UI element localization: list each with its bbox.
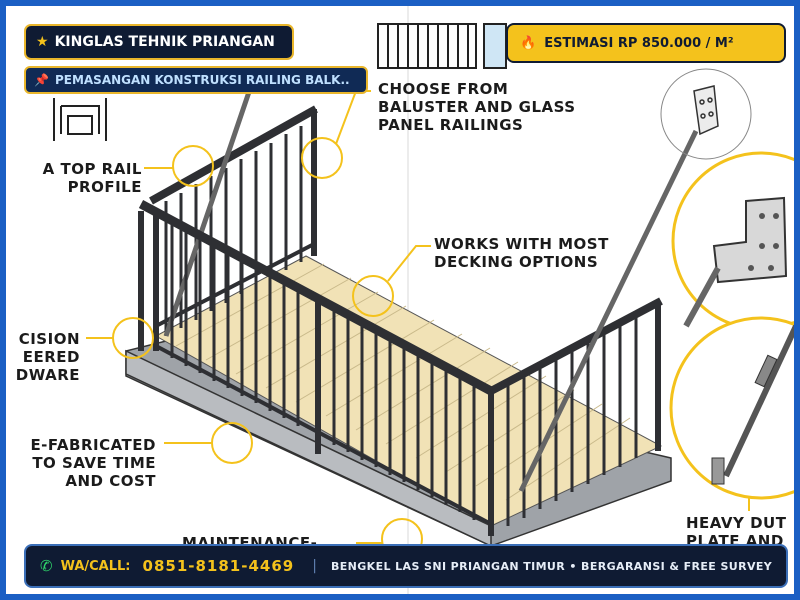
fire-icon: 🔥 [520,35,537,51]
brand-title: KINGLAS TEHNIK PRIANGAN [54,34,275,50]
label-top-rail: A TOP RAIL PROFILE [42,160,142,196]
phone-number-link[interactable]: 0851-8181-4469 [142,557,295,575]
label-decking: WORKS WITH MOST DECKING OPTIONS [434,235,609,271]
footer-info-text: BENGKEL LAS SNI PRIANGAN TIMUR • BERGARA… [330,559,773,573]
star-icon: ★ [36,34,49,50]
label-precision-hardware: CISION EERED DWARE [15,330,80,384]
phone-icon: ✆ [40,557,53,575]
railing-illustration [53,6,794,594]
glass-panel-railing-icon [483,23,507,69]
label-prefabricated: E-FABRICATED TO SAVE TIME AND COST [30,436,156,490]
contact-footer-bar[interactable]: ✆ WA/CALL: 0851-8181-4469 | BENGKEL LAS … [24,544,788,588]
label-choose-railings: CHOOSE FROM BALUSTER AND GLASS PANEL RAI… [378,80,576,134]
top-rail-profile-icon [53,98,107,141]
price-badge: 🔥 ESTIMASI RP 850.000 / M² [506,23,786,63]
subtitle-text: PEMASANGAN KONSTRUKSI RAILING BALK.. [54,73,350,87]
price-text: ESTIMASI RP 850.000 / M² [544,35,734,51]
subtitle-badge: 📌 PEMASANGAN KONSTRUKSI RAILING BALK.. [24,66,368,94]
brand-title-badge: ★ KINGLAS TEHNIK PRIANGAN [24,24,294,60]
pin-icon: 📌 [34,73,49,87]
baluster-railing-icon [377,23,477,69]
wa-call-label: WA/CALL: [60,558,131,574]
footer-divider: | [312,558,317,574]
wall-plate-icon [693,85,719,136]
